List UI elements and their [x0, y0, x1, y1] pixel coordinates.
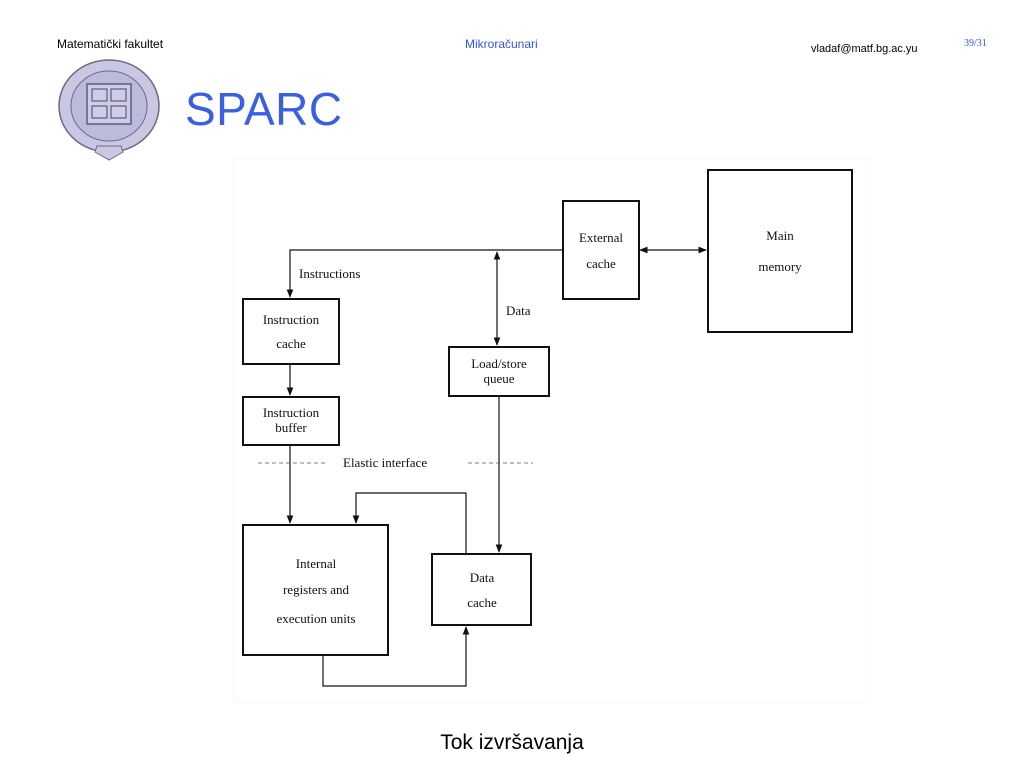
main-memory-label-1: Main [766, 228, 794, 243]
data-cache-label-2: cache [467, 595, 497, 610]
page-number: 39/31 [964, 38, 987, 49]
units-to-data-cache-arrow [322, 626, 470, 687]
data-cache-label-1: Data [470, 570, 495, 585]
instruction-cache-label-2: cache [276, 336, 306, 351]
internal-units-label-1: Internal [296, 556, 337, 571]
instruction-buffer-label-1: Instruction [263, 405, 320, 420]
slide-title: SPARC [185, 83, 343, 135]
load-store-queue-box [448, 346, 550, 397]
load-store-queue-label-2: queue [483, 371, 514, 386]
main-memory-box [707, 169, 853, 333]
sparc-block-diagram: External cache Main memory Instruction c… [232, 157, 871, 704]
external-cache-label-1: External [579, 230, 623, 245]
faculty-seal-logo [58, 59, 160, 161]
elastic-interface-label: Elastic interface [343, 455, 427, 470]
external-cache-label-2: cache [586, 256, 616, 271]
internal-units-label-3: execution units [276, 611, 355, 626]
external-cache-box [562, 200, 640, 300]
main-memory-label-2: memory [758, 259, 802, 274]
instructions-label: Instructions [299, 266, 360, 281]
faculty-name: Matematički fakultet [57, 37, 164, 51]
instruction-buffer-box [242, 396, 340, 446]
data-cache-to-units-arrow [352, 492, 467, 554]
course-title: Mikroračunari [465, 37, 538, 51]
instruction-cache-label-1: Instruction [263, 312, 320, 327]
data-label: Data [506, 303, 531, 318]
diagram-svg: External cache Main memory Instruction c… [232, 157, 871, 704]
data-cache-box [431, 553, 532, 626]
author-email: vladaf@matf.bg.ac.yu [811, 43, 918, 55]
instructions-arrow [286, 249, 563, 298]
instruction-buffer-label-2: buffer [275, 420, 307, 435]
figure-caption: Tok izvršavanja [440, 731, 584, 754]
internal-units-box [242, 524, 389, 656]
load-store-queue-label-1: Load/store [471, 356, 527, 371]
internal-units-label-2: registers and [283, 582, 350, 597]
instruction-cache-box [242, 298, 340, 365]
